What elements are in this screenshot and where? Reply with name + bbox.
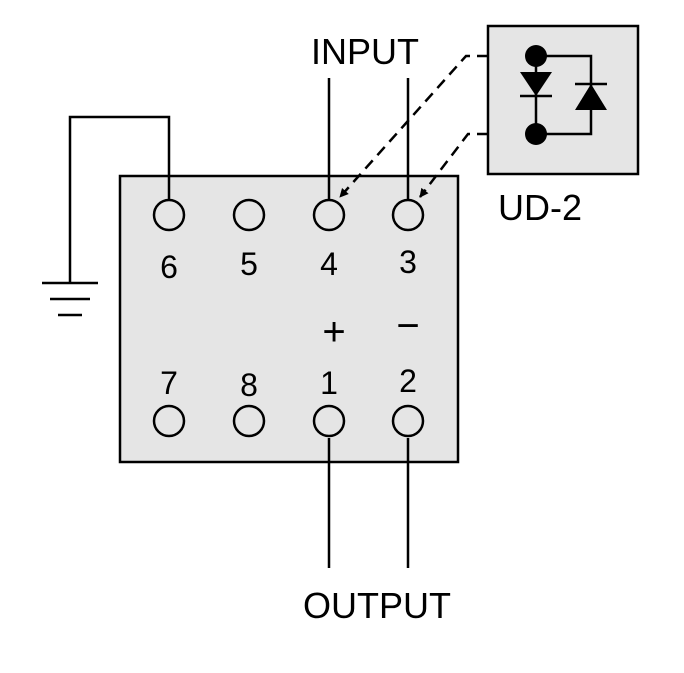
dashed-link-to-pin-4 bbox=[339, 54, 488, 198]
polarity-minus: − bbox=[396, 304, 419, 348]
pin-label-4: 4 bbox=[320, 246, 338, 282]
ground-wire bbox=[68, 115, 171, 283]
pin-2 bbox=[391, 404, 425, 438]
pin-1 bbox=[312, 404, 346, 438]
ud2-label: UD-2 bbox=[498, 187, 582, 228]
pin-8 bbox=[232, 404, 266, 438]
pin-label-2: 2 bbox=[399, 363, 417, 399]
pin-label-1: 1 bbox=[320, 365, 338, 401]
pin-7 bbox=[152, 404, 186, 438]
input-label: INPUT bbox=[311, 31, 419, 72]
ud2-node-bottom bbox=[525, 123, 547, 145]
ud2-module bbox=[486, 24, 640, 176]
ud2-node-top bbox=[525, 45, 547, 67]
diode-up-icon bbox=[575, 82, 607, 110]
pin-6 bbox=[152, 198, 186, 232]
polarity-plus: + bbox=[322, 310, 345, 354]
pin-label-5: 5 bbox=[240, 246, 258, 282]
diode-down-icon bbox=[520, 72, 552, 98]
pin-label-3: 3 bbox=[399, 244, 417, 280]
pin-label-7: 7 bbox=[160, 365, 178, 401]
pin-label-6: 6 bbox=[160, 249, 178, 285]
pin-3 bbox=[391, 198, 425, 232]
pin-5 bbox=[232, 198, 266, 232]
ground-icon bbox=[42, 281, 98, 317]
pin-4 bbox=[312, 198, 346, 232]
output-label: OUTPUT bbox=[303, 585, 451, 626]
dashed-link-to-pin-3 bbox=[419, 132, 488, 198]
pin-label-8: 8 bbox=[240, 367, 258, 403]
